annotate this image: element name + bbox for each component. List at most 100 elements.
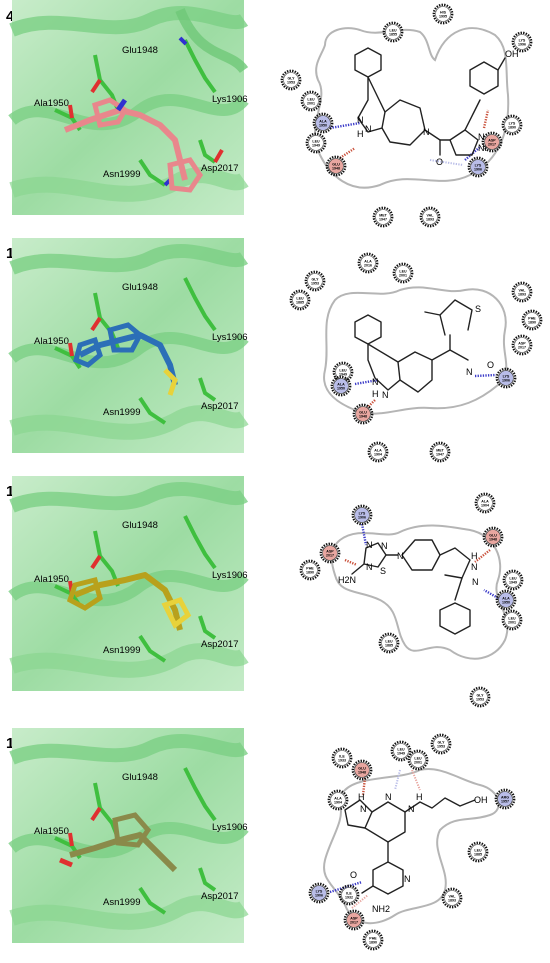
atom-h: H [416, 792, 423, 802]
ligand-2d: N H N N N NH OH O [354, 47, 519, 167]
svg-text:LEU: LEU [474, 848, 482, 852]
svg-text:LEU: LEU [296, 296, 304, 300]
label-asn1999: Asn1999 [103, 169, 141, 180]
svg-text:ASP: ASP [350, 916, 358, 920]
svg-text:1996: 1996 [518, 43, 526, 47]
label-asp2017: Asp2017 [201, 401, 239, 412]
interaction-map: H N N N H OH N O NH2 ILE1933GLU1948LEU19… [308, 733, 516, 951]
svg-text:2017: 2017 [488, 143, 496, 147]
label-ala1950: Ala1950 [34, 826, 69, 837]
atom-n: N [372, 377, 379, 387]
svg-text:GLY: GLY [476, 693, 484, 697]
svg-text:1953: 1953 [287, 81, 295, 85]
label-lys1906: Lys1906 [212, 822, 248, 833]
svg-text:1949: 1949 [312, 144, 320, 148]
residue-discs: LYS1906ALA1904GLU1948ASP2017PHE1890LEU19… [299, 492, 524, 708]
svg-text:1890: 1890 [369, 941, 377, 945]
atom-s: S [475, 304, 481, 314]
atom-oh: OH [505, 49, 519, 59]
svg-text:ALA: ALA [502, 596, 510, 600]
svg-text:ILE: ILE [339, 754, 345, 758]
label-lys1906: Lys1906 [212, 94, 248, 105]
svg-text:MET: MET [436, 448, 444, 452]
structure-view: Glu1948 Lys1906 Ala1950 Asp2017 Asn1999 [8, 476, 249, 691]
svg-text:GLU: GLU [489, 533, 497, 537]
svg-text:1949: 1949 [509, 581, 517, 585]
svg-text:ASP: ASP [488, 138, 496, 142]
svg-text:1885: 1885 [474, 853, 482, 857]
svg-text:1890: 1890 [306, 571, 314, 575]
svg-text:VAL: VAL [427, 213, 435, 217]
label-glu1948: Glu1948 [122, 45, 158, 56]
atom-n: N [404, 874, 411, 884]
atom-n: N [472, 577, 479, 587]
atom-n: N [382, 390, 389, 400]
svg-text:LYS: LYS [359, 511, 366, 515]
svg-text:1950: 1950 [337, 387, 345, 391]
svg-text:1893: 1893 [448, 899, 456, 903]
structure-view: Glu1948 Lys1906 Ala1950 Asp2017 Asn1999 [8, 238, 249, 453]
pocket-outline [323, 286, 508, 415]
svg-text:1953: 1953 [311, 282, 319, 286]
svg-text:GLY: GLY [311, 277, 319, 281]
svg-text:1948: 1948 [332, 167, 340, 171]
svg-text:PHE: PHE [306, 566, 314, 570]
svg-text:LEU: LEU [508, 616, 516, 620]
ligand-sticks [66, 572, 192, 631]
label-asp2017: Asp2017 [201, 639, 239, 650]
svg-text:1950: 1950 [502, 601, 510, 605]
svg-text:1906: 1906 [502, 379, 510, 383]
label-asn1999: Asn1999 [103, 407, 141, 418]
label-ala1950: Ala1950 [34, 336, 69, 347]
atom-nh: NH [478, 143, 491, 153]
atom-oh: OH [474, 795, 488, 805]
svg-text:LEU: LEU [414, 756, 422, 760]
svg-text:1904: 1904 [481, 504, 489, 508]
svg-text:ASP: ASP [518, 341, 526, 345]
svg-text:LYS: LYS [316, 889, 323, 893]
svg-text:1904: 1904 [334, 801, 342, 805]
ligand-sticks [59, 812, 178, 873]
interaction-map: N H N N O S ALA2016GLY1953LEU2001LEU1885… [289, 252, 543, 463]
atom-h2n: H2N [338, 575, 356, 585]
svg-text:PHE: PHE [528, 316, 536, 320]
svg-text:2001: 2001 [414, 761, 422, 765]
atom-n: N [366, 562, 373, 572]
atom-n: N [385, 792, 392, 802]
label-asn1999: Asn1999 [103, 645, 141, 656]
label-glu1948: Glu1948 [122, 772, 158, 783]
label-asn1999: Asn1999 [103, 897, 141, 908]
svg-text:1950: 1950 [319, 124, 327, 128]
interaction-map: N N N S H2N N H N N LYS1906ALA1904GLU194… [299, 492, 524, 708]
atom-n: N [357, 115, 364, 125]
svg-text:2016: 2016 [364, 264, 372, 268]
atom-n: N [466, 367, 473, 377]
atom-h: H [372, 389, 379, 399]
svg-text:HIS: HIS [440, 10, 447, 14]
ligand-sticks [63, 97, 204, 193]
ligand-2d: N H N N O S [354, 299, 494, 400]
